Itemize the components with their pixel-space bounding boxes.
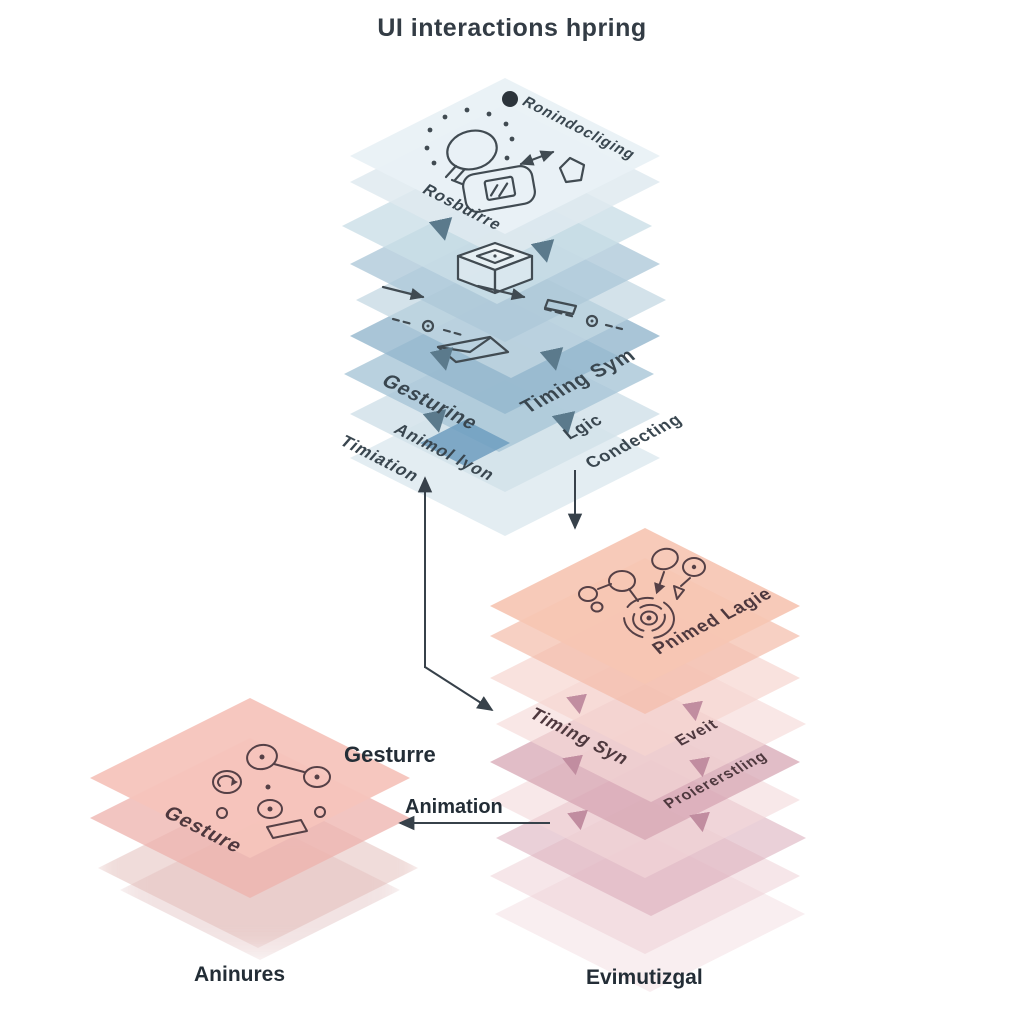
animation-callout: Animation: [405, 796, 503, 818]
gesture-callout: Gesturre: [344, 742, 436, 767]
footer-right-caption: Evimutizgal: [586, 966, 703, 989]
connector-diagonal-arrow: [424, 666, 494, 711]
page-title: UI interactions hpring: [377, 14, 647, 42]
footer-left-caption: Aninures: [194, 963, 286, 986]
